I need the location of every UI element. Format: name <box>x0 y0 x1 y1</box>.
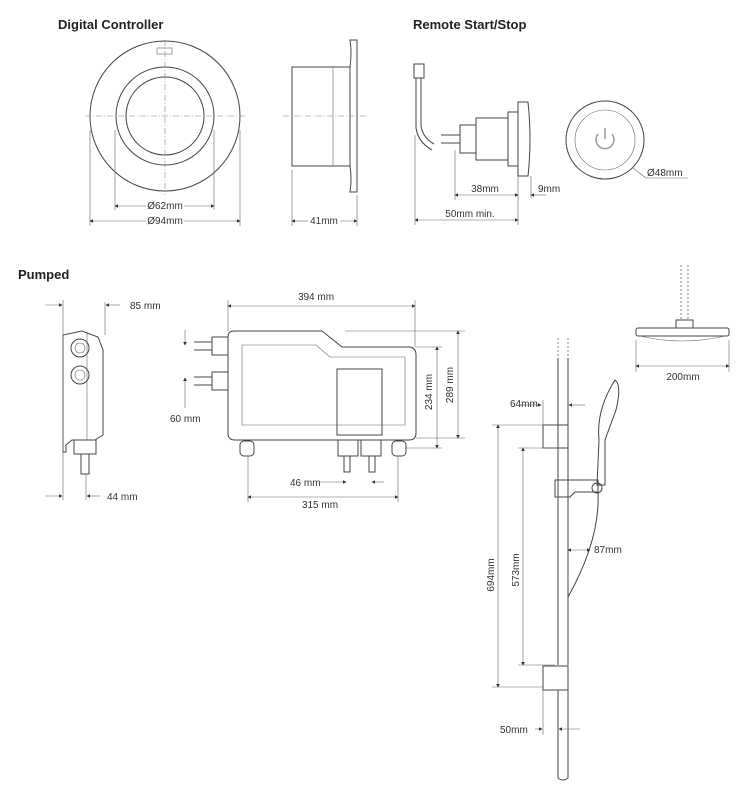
shower-head-view: 200mm <box>635 265 730 383</box>
controller-side-view: 41mm <box>283 39 368 227</box>
remote-section: Remote Start/Stop 38mm 9mm 50mm min. <box>413 17 688 225</box>
digital-controller-section: Digital Controller Ø62mm Ø94mm <box>58 17 368 227</box>
remote-body-label: 38mm <box>471 184 499 195</box>
bracket-offset-label: 64mm <box>510 399 538 410</box>
hose-offset-label: 50mm <box>500 725 528 736</box>
digital-controller-title: Digital Controller <box>58 17 163 32</box>
pump-outlet-spacing-label: 46 mm <box>290 478 321 489</box>
shower-section: 200mm 64mm 694mm 573mm <box>486 265 730 781</box>
power-icon <box>595 133 615 150</box>
pump-side-outlet-label: 44 mm <box>107 492 138 503</box>
pumped-title: Pumped <box>18 267 69 282</box>
remote-diameter-label: Ø48mm <box>647 168 683 179</box>
remote-flange-label: 9mm <box>538 184 560 195</box>
pump-body-height-label: 234 mm <box>424 374 435 410</box>
controller-inner-diameter-label: Ø62mm <box>147 201 183 212</box>
remote-front-view: Ø48mm <box>565 100 688 180</box>
remote-title: Remote Start/Stop <box>413 17 526 32</box>
pump-total-height-label: 289 mm <box>445 367 456 403</box>
pump-fixing-width-label: 315 mm <box>302 500 338 511</box>
controller-front-view: Ø62mm Ø94mm <box>85 40 245 227</box>
controller-outer-diameter-label: Ø94mm <box>147 216 183 227</box>
remote-side-view: 38mm 9mm 50mm min. <box>413 63 560 225</box>
holder-projection-label: 87mm <box>594 545 622 556</box>
pump-front-view: 60 mm 394 mm 234 mm 289 mm 315 mm 46 mm <box>170 292 465 511</box>
rail-length-label: 694mm <box>486 558 497 591</box>
pump-side-depth-label: 85 mm <box>130 301 161 312</box>
head-diameter-label: 200mm <box>666 372 699 383</box>
controller-depth-label: 41mm <box>310 216 338 227</box>
remote-min-depth-label: 50mm min. <box>445 209 494 220</box>
pump-side-view: 85 mm 44 mm <box>45 300 161 503</box>
pump-width-label: 394 mm <box>298 292 334 303</box>
pump-inlet-spacing-label: 60 mm <box>170 414 201 425</box>
pumped-section: Pumped 85 mm 44 mm <box>18 267 465 511</box>
bracket-centres-label: 573mm <box>511 553 522 586</box>
riser-rail-view: 64mm 694mm 573mm 87mm 50mm <box>486 338 622 781</box>
